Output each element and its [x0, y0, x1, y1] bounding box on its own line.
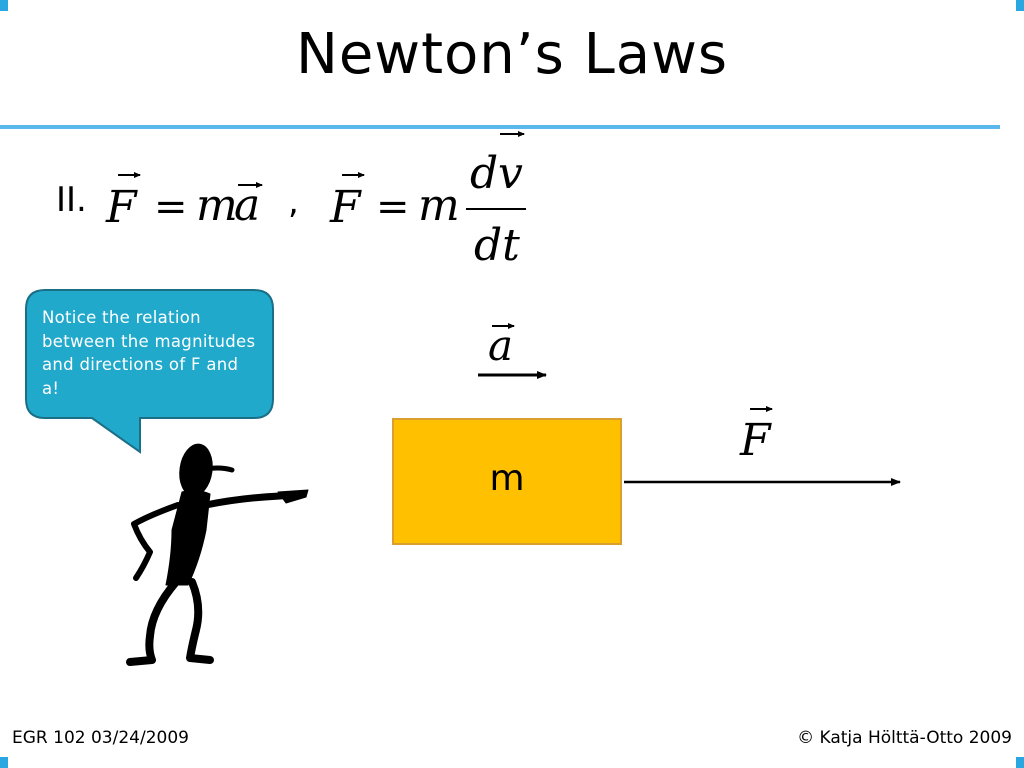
eq1-accel-symbol: a	[234, 180, 260, 231]
corner-marker-bottom-left	[0, 757, 8, 768]
corner-marker-top-left	[0, 0, 8, 11]
eq2-denominator: dt	[474, 220, 520, 271]
eq2-numerator-v: v	[498, 148, 523, 199]
equation-separator: ,	[288, 182, 299, 222]
law-number: II.	[56, 180, 87, 220]
eq2-equals-sign: =	[376, 184, 410, 230]
mass-block: m	[392, 418, 622, 545]
eq1-mass-symbol: m	[196, 180, 238, 231]
equation-f-equals-ma: F = m a	[105, 172, 263, 233]
title-divider	[0, 125, 1000, 129]
eq1-equals-sign: =	[154, 184, 188, 230]
corner-marker-top-right	[1016, 0, 1024, 11]
force-label: F	[739, 415, 772, 466]
callout-bubble	[25, 289, 274, 454]
equation-f-equals-m-dv-dt: F = m d v dt	[329, 131, 526, 271]
eq2-force-symbol: F	[329, 182, 362, 233]
mass-label: m	[489, 458, 525, 499]
corner-marker-bottom-right	[1016, 757, 1024, 768]
footer-course-date: EGR 102 03/24/2009	[12, 728, 189, 748]
slide-title: Newton’s Laws	[295, 22, 729, 87]
eq2-numerator-d: d	[470, 148, 498, 199]
pointing-stick-figure-icon	[126, 443, 309, 666]
eq1-force-symbol: F	[105, 182, 138, 233]
footer-copyright: © Katja Hölttä-Otto 2009	[797, 728, 1012, 748]
eq2-mass-symbol: m	[418, 180, 460, 231]
accel-label: a	[488, 321, 513, 370]
callout-text: Notice the relation between the magnitud…	[42, 308, 256, 398]
